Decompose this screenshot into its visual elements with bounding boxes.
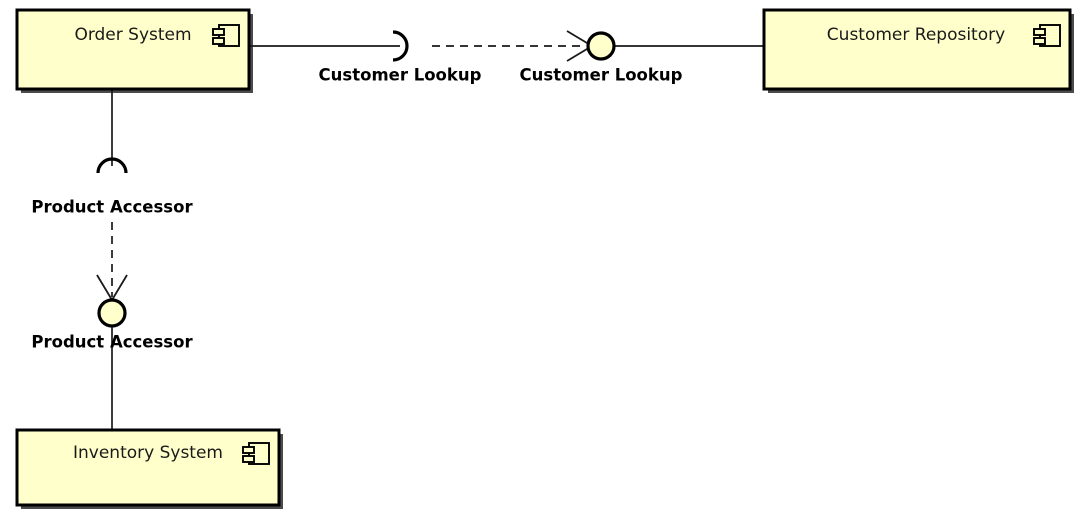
interface-label-customer-lookup-required: Customer Lookup [319,66,482,85]
order-system-title: Order System [74,25,191,45]
customer-repository-box [762,8,1072,91]
interface-customer-lookup-provided[interactable]: Customer Lookup [520,31,683,85]
component-icon [212,24,240,47]
ball-circle-icon [97,298,127,328]
customer-repository-title: Customer Repository [827,25,1005,45]
component-icon [1033,24,1061,47]
component-inventory-system[interactable]: Inventory System [15,428,283,509]
component-customer-repository[interactable]: Customer Repository [762,8,1074,93]
interface-customer-lookup-required[interactable]: Customer Lookup [319,30,482,85]
socket-arc-icon [96,157,128,174]
order-system-box [15,8,251,91]
ball-circle-icon [586,31,616,61]
interface-product-accessor-provided[interactable]: Product Accessor [31,298,193,352]
socket-arc-icon [392,30,409,62]
interface-label-product-accessor-required: Product Accessor [31,198,193,217]
inventory-system-box [15,428,281,507]
interface-product-accessor-required[interactable]: Product Accessor [31,157,193,217]
inventory-system-title: Inventory System [73,443,223,463]
component-order-system[interactable]: Order System [15,8,253,93]
component-icon [242,442,270,465]
interface-label-product-accessor-provided: Product Accessor [31,333,193,352]
interface-label-customer-lookup-provided: Customer Lookup [520,66,683,85]
